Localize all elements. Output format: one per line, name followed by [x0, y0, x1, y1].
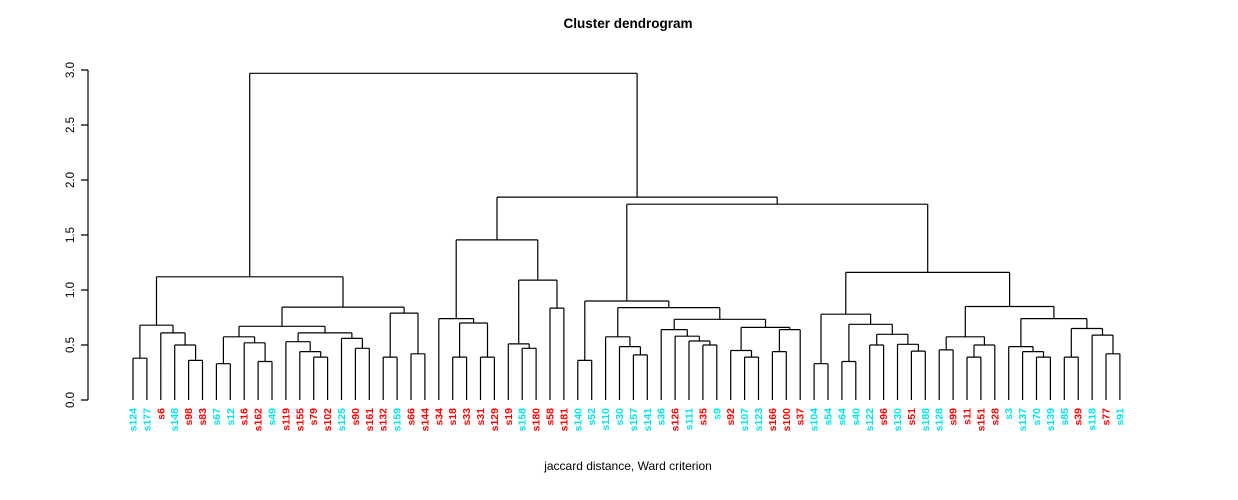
- leaf-label: s107: [739, 408, 751, 432]
- leaf-label: s102: [322, 408, 334, 432]
- leaf-label: s128: [934, 408, 946, 432]
- leaf-label: s9: [711, 408, 723, 420]
- leaf-label: s11: [962, 408, 974, 425]
- leaf-label: s166: [767, 408, 779, 432]
- leaf-label: s70: [1031, 408, 1043, 426]
- leaf-label: s36: [656, 408, 668, 426]
- leaf-label: s118: [1087, 408, 1099, 431]
- leaf-label: s16: [239, 408, 251, 426]
- leaf-label: s30: [614, 408, 626, 426]
- leaf-label: s35: [697, 408, 709, 426]
- leaf-label: s177: [141, 408, 153, 432]
- leaf-label: s180: [531, 408, 543, 432]
- leaf-label: s91: [1114, 408, 1126, 426]
- leaf-label: s31: [475, 408, 487, 426]
- leaf-label: s58: [545, 408, 557, 426]
- leaf-label: s90: [350, 408, 362, 426]
- leaf-label: s3: [1003, 408, 1015, 420]
- leaf-label: s28: [989, 408, 1001, 426]
- leaf-label: s83: [197, 408, 209, 426]
- leaf-label: s144: [419, 408, 431, 432]
- leaf-label: s151: [975, 408, 987, 432]
- leaf-label: s125: [336, 408, 348, 432]
- leaf-label: s33: [461, 408, 473, 426]
- leaf-label: s49: [267, 408, 279, 426]
- leaf-label: s79: [308, 408, 320, 426]
- leaf-label: s119: [280, 408, 292, 431]
- leaf-label: s92: [725, 408, 737, 426]
- leaf-label: s54: [823, 408, 835, 426]
- leaf-label: s110: [600, 408, 612, 431]
- leaf-label: s6: [155, 408, 167, 420]
- leaf-label: s39: [1073, 408, 1085, 426]
- leaf-label: s140: [572, 408, 584, 432]
- leaf-label: s139: [1045, 408, 1057, 432]
- leaf-label: s141: [642, 408, 654, 432]
- dendrogram-links: [132, 72, 1121, 400]
- y-axis-tick-label: 0.5: [65, 337, 77, 353]
- leaf-label: s52: [586, 408, 598, 426]
- leaf-label: s161: [364, 408, 376, 432]
- leaf-label: s132: [378, 408, 390, 432]
- leaf-label: s40: [850, 408, 862, 426]
- leaf-label: s96: [878, 408, 890, 426]
- y-axis-tick-label: 3.0: [65, 62, 77, 78]
- leaf-label: s66: [406, 408, 418, 426]
- leaf-label: s34: [433, 408, 445, 426]
- leaf-label: s111: [684, 408, 696, 430]
- leaf-label: s85: [1059, 408, 1071, 426]
- leaf-label: s51: [906, 408, 918, 426]
- leaf-label: s129: [489, 408, 501, 432]
- leaf-label: s130: [892, 408, 904, 432]
- leaf-label: s104: [809, 408, 821, 432]
- leaf-label: s122: [864, 408, 876, 432]
- leaf-label: s77: [1101, 408, 1113, 426]
- leaf-label: s157: [628, 408, 640, 432]
- leaf-label: s158: [517, 408, 529, 432]
- chart-subtitle: jaccard distance, Ward criterion: [544, 459, 712, 473]
- leaf-label: s67: [211, 408, 223, 426]
- leaf-label: s124: [128, 408, 140, 432]
- leaf-label: s18: [447, 408, 459, 426]
- leaf-label: s162: [253, 408, 265, 432]
- leaf-label: s12: [225, 408, 237, 426]
- leaf-label: s98: [183, 408, 195, 426]
- leaf-label: s123: [753, 408, 765, 432]
- leaf-label: s155: [294, 408, 306, 432]
- y-axis: [81, 69, 89, 401]
- y-axis-tick-label: 1.0: [65, 282, 77, 298]
- y-axis-tick-label: 0.0: [65, 392, 77, 408]
- leaf-label: s126: [670, 408, 682, 432]
- y-axis-tick-label: 2.0: [65, 172, 77, 188]
- leaf-label: s159: [392, 408, 404, 432]
- leaf-label: s137: [1017, 408, 1029, 432]
- y-axis-tick-label: 2.5: [65, 117, 77, 133]
- leaf-label: s64: [836, 408, 848, 426]
- leaf-label: s188: [920, 408, 932, 432]
- leaf-label: s99: [948, 408, 960, 426]
- leaf-label: s100: [781, 408, 793, 432]
- leaf-label: s37: [795, 408, 807, 426]
- chart-title: Cluster dendrogram: [563, 16, 693, 31]
- leaf-label: s181: [558, 408, 570, 432]
- y-axis-tick-label: 1.5: [65, 227, 77, 243]
- leaf-label: s19: [503, 408, 515, 426]
- leaf-label: s148: [169, 408, 181, 432]
